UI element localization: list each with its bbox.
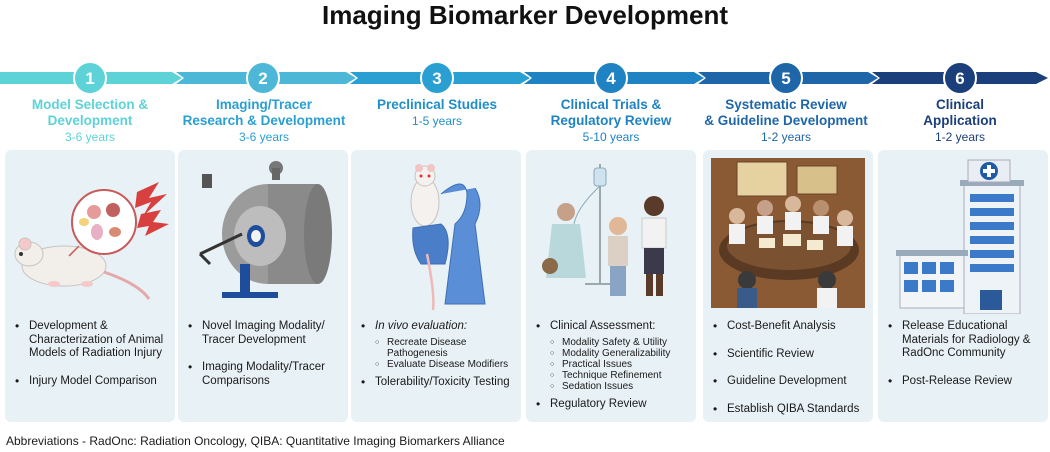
abbreviations-footer: Abbreviations - RadOnc: Radiation Oncolo… (6, 434, 505, 448)
page-title: Imaging Biomarker Development (322, 0, 728, 30)
list-item: Clinical Assessment: Modality Safety & U… (534, 320, 692, 392)
list-item: Development & Characterization of Animal… (13, 320, 171, 361)
stage-title-line1: Imaging/Tracer (215, 97, 313, 112)
stage-circle-3: 3 (420, 61, 454, 95)
meeting-table-icon (711, 158, 865, 308)
bullet-list: In vivo evaluation: Recreate Disease Pat… (359, 320, 517, 403)
bullet-list: Novel Imaging Modality/ Tracer Developme… (186, 320, 344, 402)
sub-bullet-list: Recreate Disease Pathogenesis Evaluate D… (375, 337, 517, 370)
sub-list-item: Practical Issues (550, 359, 692, 370)
list-item: Establish QIBA Standards (711, 403, 869, 417)
bullet-list: Clinical Assessment: Modality Safety & U… (534, 320, 692, 425)
stage-title-line1: Clinical (935, 97, 984, 112)
list-item: Injury Model Comparison (13, 375, 171, 389)
stage-heading-6: Clinical Application 1-2 years (874, 97, 1046, 145)
list-item: Post-Release Review (886, 375, 1044, 389)
stage-heading-5: Systematic Review & Guideline Developmen… (700, 97, 872, 145)
timeline-arrow: 1 2 3 4 5 6 (0, 61, 1048, 95)
stage-card-3: In vivo evaluation: Recreate Disease Pat… (351, 150, 521, 422)
sub-list-item: Modality Generalizability (550, 348, 692, 359)
stage-card-4: Clinical Assessment: Modality Safety & U… (526, 150, 696, 422)
stage-years: 1-2 years (934, 130, 986, 144)
stage-years: 1-5 years (411, 114, 463, 128)
stage-card-6: Release Educational Materials for Radiol… (878, 150, 1048, 422)
list-item: Novel Imaging Modality/ Tracer Developme… (186, 320, 344, 347)
stage-title-line2: & Guideline Development (704, 113, 868, 128)
sub-list-item: Modality Safety & Utility (550, 337, 692, 348)
stage-years: 1-2 years (760, 130, 812, 144)
stage-circle-6: 6 (943, 61, 977, 95)
stage-circle-2: 2 (246, 61, 280, 95)
stage-years: 3-6 years (64, 130, 116, 144)
stage-title-line1: Clinical Trials & (560, 97, 662, 112)
list-item: Imaging Modality/Tracer Comparisons (186, 361, 344, 388)
list-item: Tolerability/Toxicity Testing (359, 376, 517, 390)
bullet-list: Release Educational Materials for Radiol… (886, 320, 1044, 402)
rat-organs-icon (14, 182, 169, 300)
sub-list-item: Recreate Disease Pathogenesis (375, 337, 517, 359)
svg-text:4: 4 (606, 69, 616, 88)
list-item: In vivo evaluation: Recreate Disease Pat… (359, 320, 517, 370)
bullet-text: In vivo evaluation: (375, 320, 468, 332)
bullet-list: Cost-Benefit Analysis Scientific Review … (711, 320, 869, 430)
stage-years: 3-6 years (238, 130, 290, 144)
bullet-list: Development & Characterization of Animal… (13, 320, 171, 402)
list-item: Release Educational Materials for Radiol… (886, 320, 1044, 361)
imaging-scanner-icon (198, 161, 332, 298)
bullet-text: Clinical Assessment: (550, 320, 656, 332)
svg-text:3: 3 (432, 69, 441, 88)
hospital-icon (896, 159, 1024, 314)
stage-years: 5-10 years (582, 130, 640, 144)
stage-circle-1: 1 (73, 61, 107, 95)
sub-list-item: Sedation Issues (550, 381, 692, 392)
list-item: Regulatory Review (534, 398, 692, 412)
stage-card-2: Novel Imaging Modality/ Tracer Developme… (178, 150, 348, 422)
stage-title-line2: Regulatory Review (550, 113, 672, 128)
list-item: Cost-Benefit Analysis (711, 320, 869, 334)
stage-card-1: Development & Characterization of Animal… (5, 150, 175, 422)
stage-title-line1: Systematic Review (725, 97, 847, 112)
stage-circle-4: 4 (594, 61, 628, 95)
stage-title-line1: Model Selection & (31, 97, 149, 112)
stage-card-5: Cost-Benefit Analysis Scientific Review … (703, 150, 873, 422)
stage-circle-5: 5 (769, 61, 803, 95)
stage-heading-3: Preclinical Studies 1-5 years (351, 97, 523, 129)
lab-mouse-hand-icon (410, 164, 486, 311)
stage-title-line1: Preclinical Studies (376, 97, 498, 112)
sub-list-item: Technique Refinement (550, 370, 692, 381)
list-item: Guideline Development (711, 375, 869, 389)
stage-heading-1: Model Selection & Development 3-6 years (4, 97, 176, 145)
list-item: Scientific Review (711, 348, 869, 362)
stage-heading-2: Imaging/Tracer Research & Development 3-… (178, 97, 350, 145)
stage-title-line2: Development (47, 113, 133, 128)
sub-list-item: Evaluate Disease Modifiers (375, 359, 517, 370)
svg-text:6: 6 (955, 69, 964, 88)
sub-bullet-list: Modality Safety & Utility Modality Gener… (550, 337, 692, 392)
stage-title-line2: Application (923, 113, 997, 128)
svg-text:2: 2 (258, 69, 267, 88)
stage-title-line2: Research & Development (182, 113, 346, 128)
patients-iv-icon (542, 164, 667, 296)
svg-text:5: 5 (781, 69, 790, 88)
stage-heading-4: Clinical Trials & Regulatory Review 5-10… (525, 97, 697, 145)
svg-text:1: 1 (85, 69, 94, 88)
